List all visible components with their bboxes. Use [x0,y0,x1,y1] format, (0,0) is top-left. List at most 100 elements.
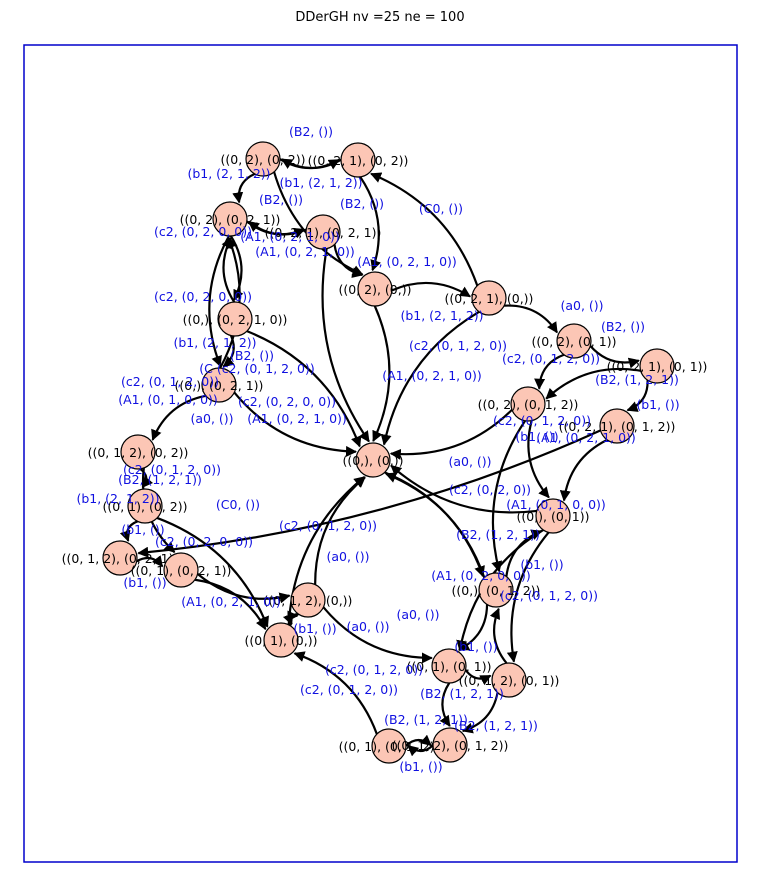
node-circle[interactable] [217,301,253,337]
node-label: ((0, 2), (0, 1)) [532,334,617,349]
edge-label: (B2, (1, 2, 1)) [118,472,202,487]
graph-node[interactable]: ((0, 1), (0,)) [245,622,318,658]
graph-node[interactable]: ((0,), (0, 2, 1)) [175,367,264,403]
edge-label: (B2, ()) [259,192,303,207]
edge-label: (A1, (0, 2, 1, 0)) [247,411,347,426]
graph-node[interactable]: ((0, 2), (0, 2, 1)) [180,201,281,237]
graph-node[interactable]: ((0, 2), (0, 1)) [532,323,617,359]
graph-node[interactable]: ((0,), (0, 1, 2)) [452,572,541,608]
graph-node[interactable]: ((0, 1), (0, 2)) [103,488,188,524]
edge-label: (A1, (0, 2, 1, 0)) [255,244,355,259]
graph-node[interactable]: ((0, 2, 1), (0, 1)) [607,348,708,384]
node-circle[interactable] [599,408,635,444]
edge-arrow [439,682,451,727]
node-circle[interactable] [305,214,341,250]
edge-label: (b1, ()) [121,522,164,537]
node-circle[interactable] [371,728,407,764]
node-circle[interactable] [120,434,156,470]
edge-label: (A1, (0, 2, 1, 0)) [357,254,457,269]
edge-arrow [390,464,537,514]
edge-label: (b1, (2, 1, 2)) [400,308,483,323]
edge-label: (c2, (0, 2, 0, 0)) [154,289,252,304]
graph-node[interactable]: ((0, 1), (0, 1, 2)) [339,728,440,764]
edge-arrow [626,380,649,412]
graph-node[interactable]: ((0, 2), (0,)) [339,271,412,307]
edge-arrow [489,607,508,664]
edge-label: (B2, (1, 2, 1)) [384,712,468,727]
node-circle[interactable] [478,572,514,608]
edge-label: (b1, ()) [454,639,497,654]
graph-node[interactable]: ((0,), (0, 1)) [517,498,590,534]
node-label: ((0, 1, 2), (0,)) [264,593,353,608]
graph-node[interactable]: ((0,), (0,)) [342,442,404,478]
node-circle[interactable] [340,142,376,178]
edge-label: (c2, (0, 1, 2, 0)) [123,462,221,477]
graph-node[interactable]: ((0, 1, 2), (0, 2)) [88,434,189,470]
node-label: ((0, 2), (0, 2, 1)) [180,212,281,227]
graph-node[interactable]: ((0, 1, 2), (0, 2, 1)) [62,540,179,576]
edge-arrow [232,172,256,204]
node-label: ((0,), (0, 1, 2)) [452,583,541,598]
graph-node[interactable]: ((0, 2), (0, 2)) [221,141,306,177]
node-circle[interactable] [127,488,163,524]
graph-node[interactable]: ((0,), (0, 2, 1, 0)) [183,301,288,337]
node-circle[interactable] [471,280,507,316]
edge-label: (A1, (0, 2, 1, 0)) [536,430,636,445]
edge-arrow [247,220,307,236]
edge-label: (b1, (2, 1, 2)) [76,491,159,506]
edge-arrow [233,391,358,457]
edge-arrow [119,520,139,542]
graph-node[interactable]: ((0, 2), (0, 1, 2)) [478,386,579,422]
graph-node[interactable]: ((0, 2, 1), (0, 2)) [308,142,409,178]
node-circle[interactable] [357,271,393,307]
node-circle[interactable] [355,442,391,478]
graph-node[interactable]: ((0, 1, 2), (0, 1)) [459,662,560,698]
node-circle[interactable] [639,348,675,384]
edge-label: (b1, (2, 1, 2)) [279,175,362,190]
node-circle[interactable] [263,622,299,658]
node-circle[interactable] [431,648,467,684]
node-label: ((0, 1, 2), (0, 2, 1)) [62,551,179,566]
node-circle[interactable] [163,552,199,588]
node-circle[interactable] [535,498,571,534]
node-circle[interactable] [556,323,592,359]
node-label: ((0, 1), (0, 2)) [103,499,188,514]
edge-label: (b1, ()) [293,621,336,636]
edge-arrow [151,394,207,441]
edge-label: (a0, ()) [560,298,603,313]
graph-node[interactable]: ((0, 2, 1), (0, 2, 1)) [265,214,382,250]
edge-label: (b1, ()) [399,759,442,774]
node-circle[interactable] [290,582,326,618]
graph-node[interactable]: ((0, 2, 1), (0,)) [445,280,534,316]
node-circle[interactable] [510,386,546,422]
node-label: ((0, 2), (0, 2)) [221,152,306,167]
graph-node[interactable]: ((0, 1, 2), (0,)) [264,582,353,618]
node-label: ((0, 1, 2), (0, 2)) [88,445,189,460]
edge-label: (a0, ()) [190,411,233,426]
edge-arrow [407,744,434,757]
graph-node[interactable]: ((0, 2, 1), (0, 1, 2)) [559,408,676,444]
edge-label: (c2, (0, 1, 2, 0)) [502,351,600,366]
edge-arrow [246,330,362,448]
edge-label: (b1, ()) [636,397,679,412]
node-label: ((0, 2, 1), (0, 1, 2)) [559,419,676,434]
edge-arrow [391,281,471,298]
node-circle[interactable] [102,540,138,576]
edge-label: (B2, (1, 2, 1)) [454,718,538,733]
edge-arrow [464,669,492,686]
graph-node[interactable]: ((0, 1), (0, 1)) [407,648,492,684]
edge-arrow [461,692,499,734]
edge-label: (c2, (0, 1, 2, 0)) [500,588,598,603]
node-circle[interactable] [432,727,468,763]
node-label: ((0, 2), (0, 1, 2)) [478,397,579,412]
node-circle[interactable] [201,367,237,403]
edge-label: (b1, ()) [520,557,563,572]
edge-label: (B2, ()) [340,196,384,211]
node-circle[interactable] [245,141,281,177]
node-circle[interactable] [212,201,248,237]
graph-node[interactable]: ((0, 1), (0, 2, 1)) [131,552,232,588]
node-circle[interactable] [491,662,527,698]
graph-node[interactable]: ((0, 1, 2), (0, 1, 2)) [392,727,509,763]
edge-label: (a0, ()) [396,607,439,622]
